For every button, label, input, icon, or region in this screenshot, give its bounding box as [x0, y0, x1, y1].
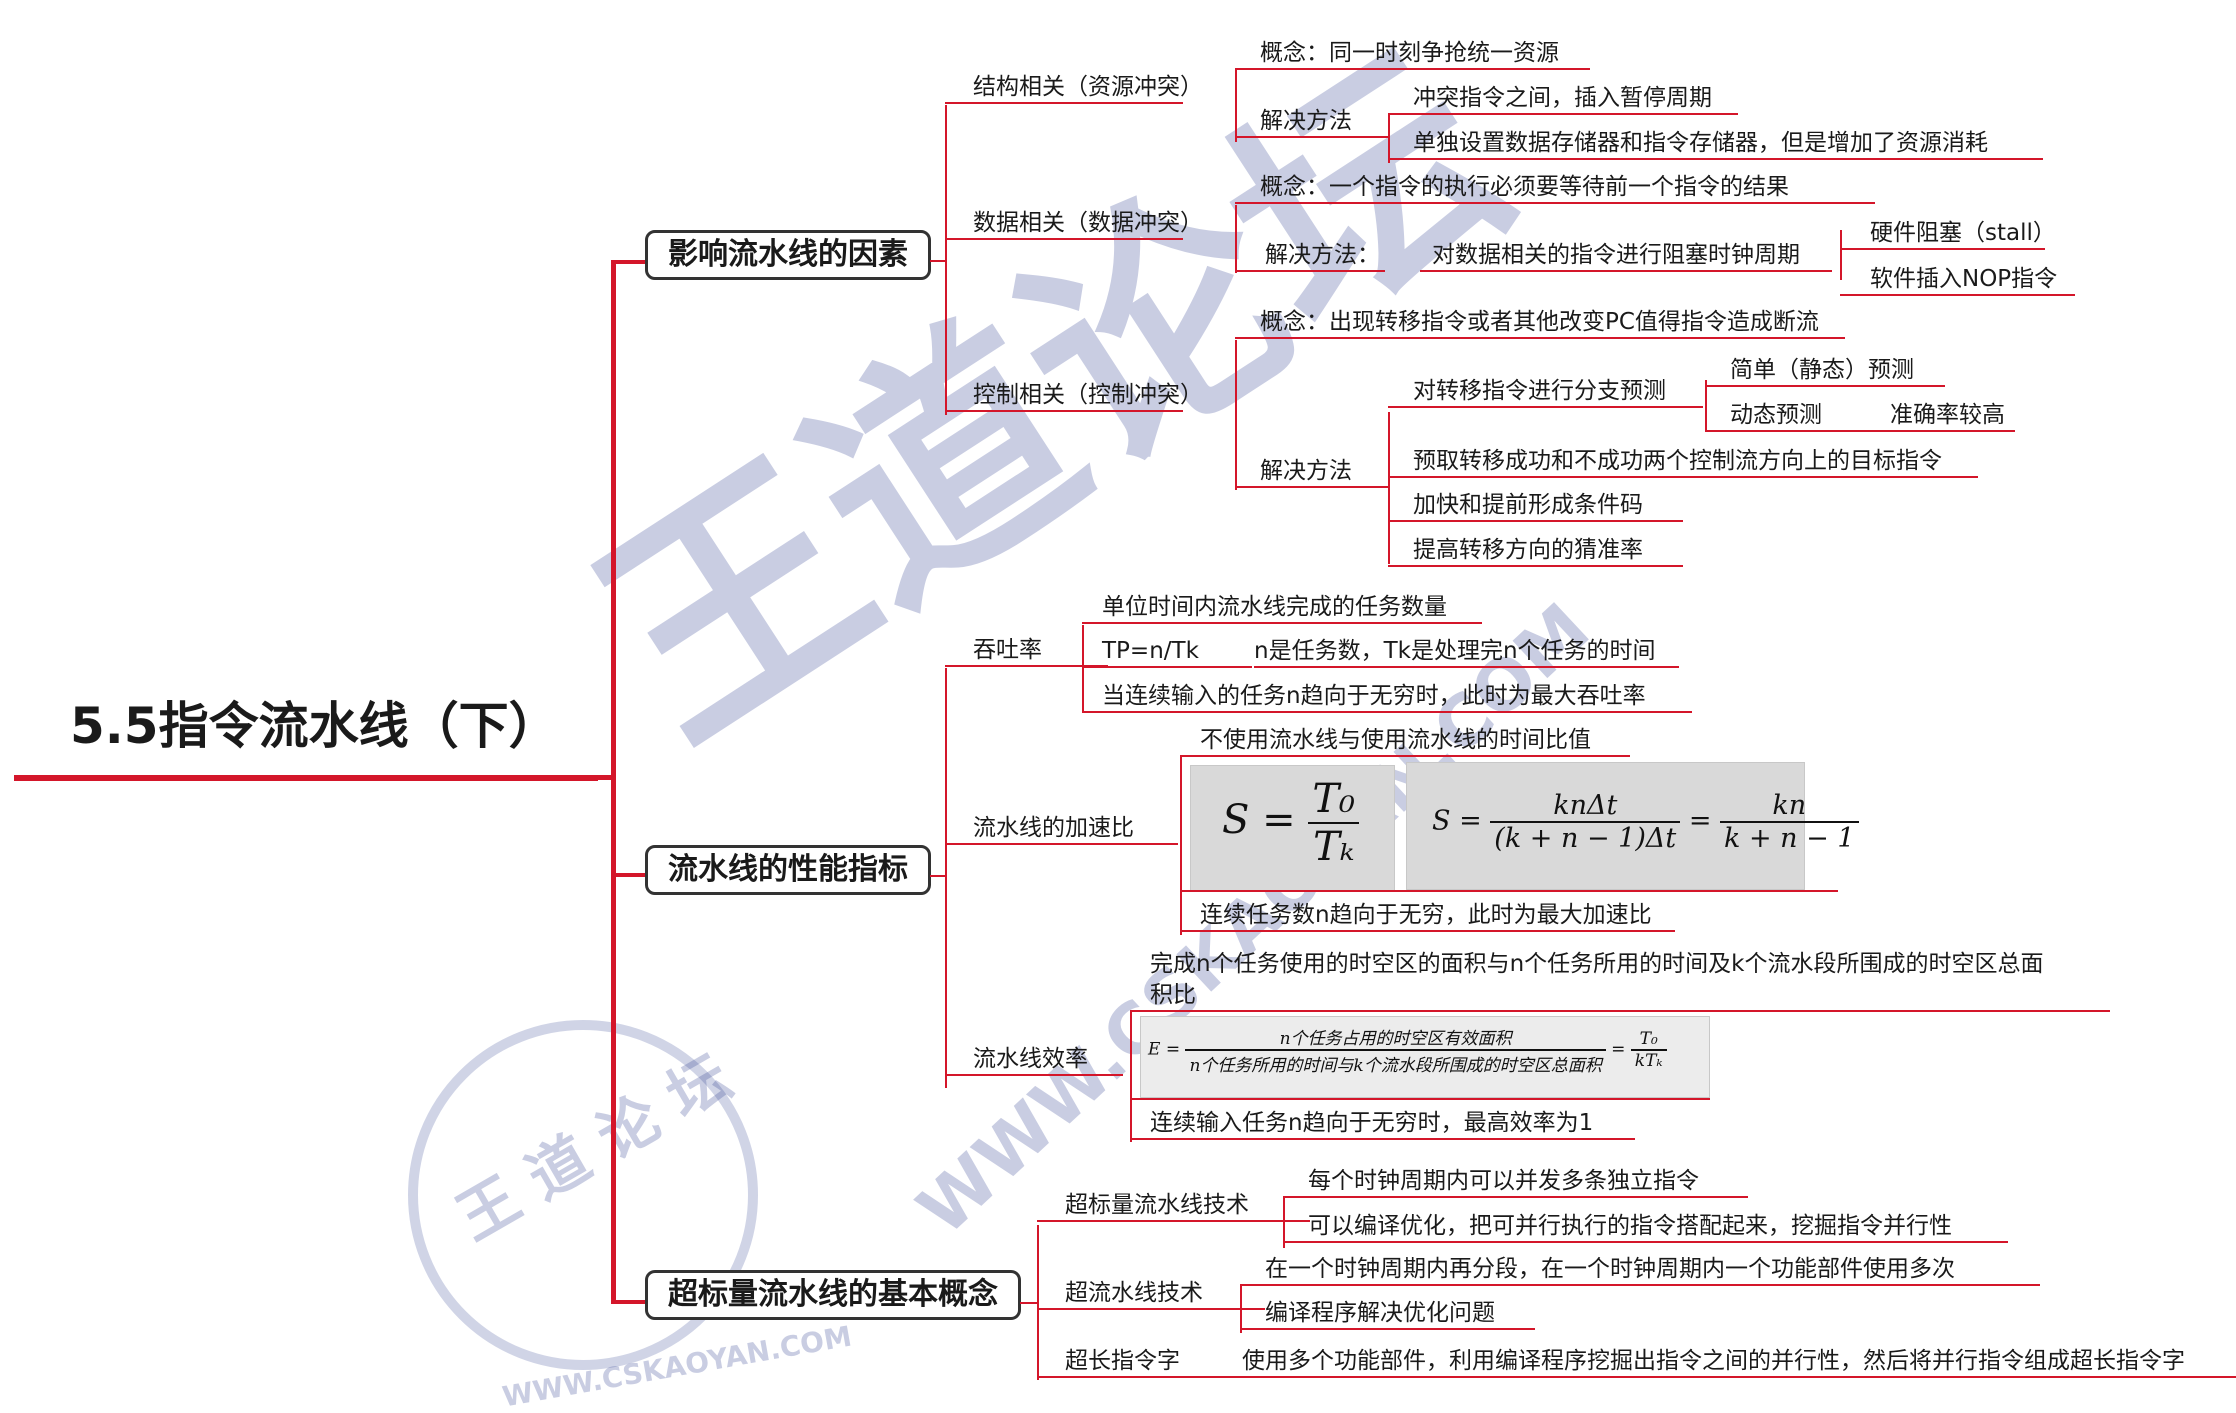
- speedup[interactable]: 流水线的加速比: [945, 813, 1178, 845]
- s3-sol-spine: [1388, 412, 1390, 564]
- sf2-den: (k + n − 1)Δt: [1494, 823, 1677, 854]
- static-prediction: 简单（静态）预测: [1705, 355, 1945, 387]
- tp-formula: TP=n/Tk: [1082, 636, 1252, 668]
- high-accuracy: 准确率较高: [1850, 400, 2015, 432]
- tp-formula-desc: n是任务数，Tk是处理完n个任务的时间: [1254, 636, 1679, 668]
- s1-solution: 解决方法: [1235, 106, 1390, 138]
- speedup-formula-image-1: [1190, 765, 1395, 891]
- s2-solution: 解决方法：: [1235, 240, 1385, 272]
- bp-spine: [1705, 380, 1707, 432]
- b2-spine: [945, 668, 947, 1088]
- trunk-to-b1: [611, 260, 645, 264]
- ss-spine: [1283, 1198, 1285, 1248]
- prefetch-targets: 预取转移成功和不成功两个控制流方向上的目标指令: [1388, 446, 1978, 478]
- s3-solution: 解决方法: [1235, 456, 1390, 488]
- b2-link: [930, 875, 946, 877]
- sp-formula-underline: [1180, 890, 1838, 892]
- trunk-to-b2: [611, 873, 645, 877]
- s1-spine: [1235, 68, 1237, 142]
- sp3-spine: [1240, 1285, 1242, 1333]
- speedup-formula-image-2: [1406, 762, 1805, 890]
- improve-guess-rate: 提高转移方向的猜准率: [1388, 535, 1683, 567]
- dynamic-prediction: 动态预测: [1705, 400, 1850, 432]
- structural-hazard[interactable]: 结构相关（资源冲突）: [945, 72, 1203, 104]
- sf2-lhs: S =: [1432, 805, 1482, 837]
- ss-i2: 可以编译优化，把可并行执行的指令搭配起来，挖掘指令并行性: [1283, 1211, 2008, 1243]
- data-hazard[interactable]: 数据相关（数据冲突）: [945, 208, 1203, 240]
- vliw[interactable]: 超长指令字: [1037, 1346, 1250, 1378]
- sp3-i1: 在一个时钟周期内再分段，在一个时钟周期内一个功能部件使用多次: [1240, 1254, 2040, 1286]
- hw-stall: 硬件阻塞（stall）: [1840, 218, 2056, 250]
- efficiency-formula: E = n个任务占用的时空区有效面积 n个任务所用的时间与k个流水段所围成的时空区…: [1148, 1024, 1667, 1076]
- sf2-eq: =: [1688, 805, 1712, 837]
- sf1-den: Tₖ: [1313, 824, 1355, 870]
- b1-link: [930, 260, 946, 262]
- watermark-seal: [408, 1020, 758, 1370]
- root-underline: [14, 775, 598, 781]
- s2-sol-spine: [1840, 230, 1842, 280]
- sp-def: 不使用流水线与使用流水线的时间比值: [1180, 725, 1630, 757]
- sf2-frac: knΔt(k + n − 1)Δt: [1490, 790, 1681, 854]
- branch-prediction: 对转移指令进行分支预测: [1388, 376, 1703, 408]
- sf1-num: T₀: [1308, 776, 1360, 824]
- ef-lhs: E =: [1148, 1039, 1181, 1060]
- s3-spine: [1235, 340, 1237, 490]
- early-condition-code: 加快和提前形成条件码: [1388, 490, 1683, 522]
- root-title: 5.5指令流水线（下）: [70, 697, 559, 755]
- b1-spine: [945, 105, 947, 415]
- s1-concept: 概念：同一时刻争抢统一资源: [1235, 38, 1590, 70]
- s1-sol2: 单独设置数据存储器和指令存储器，但是增加了资源消耗: [1388, 128, 2043, 160]
- efficiency[interactable]: 流水线效率: [945, 1044, 1123, 1076]
- ef-max: 连续输入任务n趋向于无穷时，最高效率为1: [1130, 1108, 1635, 1140]
- trunk: [611, 262, 616, 1302]
- trunk-link: [596, 775, 614, 780]
- sp-spine: [1180, 755, 1182, 935]
- branch-superscalar[interactable]: 超标量流水线的基本概念: [645, 1270, 1021, 1320]
- sp-max: 连续任务数n趋向于无穷，此时为最大加速比: [1180, 900, 1675, 932]
- b3-spine: [1037, 1225, 1039, 1380]
- branch-factors[interactable]: 影响流水线的因素: [645, 230, 931, 280]
- s1-sol1: 冲突指令之间，插入暂停周期: [1388, 83, 1738, 115]
- superscalar-tech[interactable]: 超标量流水线技术: [1037, 1190, 1310, 1222]
- sf2-num: knΔt: [1490, 790, 1681, 823]
- sp3-i2: 编译程序解决优化问题: [1240, 1298, 1535, 1330]
- s1-sol-spine: [1388, 113, 1390, 163]
- s2-concept: 概念：一个指令的执行必须要等待前一个指令的结果: [1235, 172, 1875, 204]
- vliw-i1: 使用多个功能部件，利用编译程序挖掘出指令之间的并行性，然后将并行指令组成超长指令…: [1222, 1346, 2236, 1378]
- ef-num2: T₀: [1630, 1029, 1667, 1051]
- tp-def: 单位时间内流水线完成的任务数量: [1082, 592, 1482, 624]
- ef-den2: kTₖ: [1634, 1051, 1663, 1071]
- efficiency-formula-image: [1140, 1016, 1710, 1098]
- sw-nop: 软件插入NOP指令: [1840, 264, 2075, 296]
- sf2-den2: k + n − 1: [1724, 823, 1855, 854]
- ef-spine: [1130, 1012, 1132, 1142]
- branch-performance[interactable]: 流水线的性能指标: [645, 845, 931, 895]
- b3-link: [1020, 1302, 1038, 1304]
- s2-sol1: 对数据相关的指令进行阻塞时钟周期: [1420, 240, 1832, 272]
- sf2-num2: kn: [1720, 790, 1859, 823]
- ef-num: n个任务占用的时空区有效面积: [1185, 1024, 1606, 1051]
- ef-def-line2: 积比: [1130, 980, 2110, 1012]
- s2-spine: [1235, 205, 1237, 273]
- tp-max: 当连续输入的任务n趋向于无穷时，此时为最大吞吐率: [1082, 681, 1692, 713]
- tp-spine: [1082, 625, 1084, 713]
- s3-concept: 概念：出现转移指令或者其他改变PC值得指令造成断流: [1235, 307, 1845, 339]
- ef-eq: =: [1611, 1039, 1626, 1060]
- ef-frac: n个任务占用的时空区有效面积 n个任务所用的时间与k个流水段所围成的时空区总面积: [1185, 1024, 1606, 1076]
- ss-i1: 每个时钟周期内可以并发多条独立指令: [1283, 1166, 1748, 1198]
- control-hazard[interactable]: 控制相关（控制冲突）: [945, 380, 1203, 412]
- throughput[interactable]: 吞吐率: [945, 635, 1108, 667]
- ef-formula-underline: [1130, 1098, 1710, 1100]
- trunk-to-b3: [611, 1300, 645, 1304]
- superpipeline-tech[interactable]: 超流水线技术: [1037, 1278, 1265, 1310]
- ef-den: n个任务所用的时间与k个流水段所围成的时空区总面积: [1189, 1056, 1602, 1076]
- ef-def-line1: 完成n个任务使用的时空区的面积与n个任务所用的时间及k个流水段所围成的时空区总面: [1150, 951, 2044, 977]
- sf1-lhs: S =: [1222, 797, 1296, 843]
